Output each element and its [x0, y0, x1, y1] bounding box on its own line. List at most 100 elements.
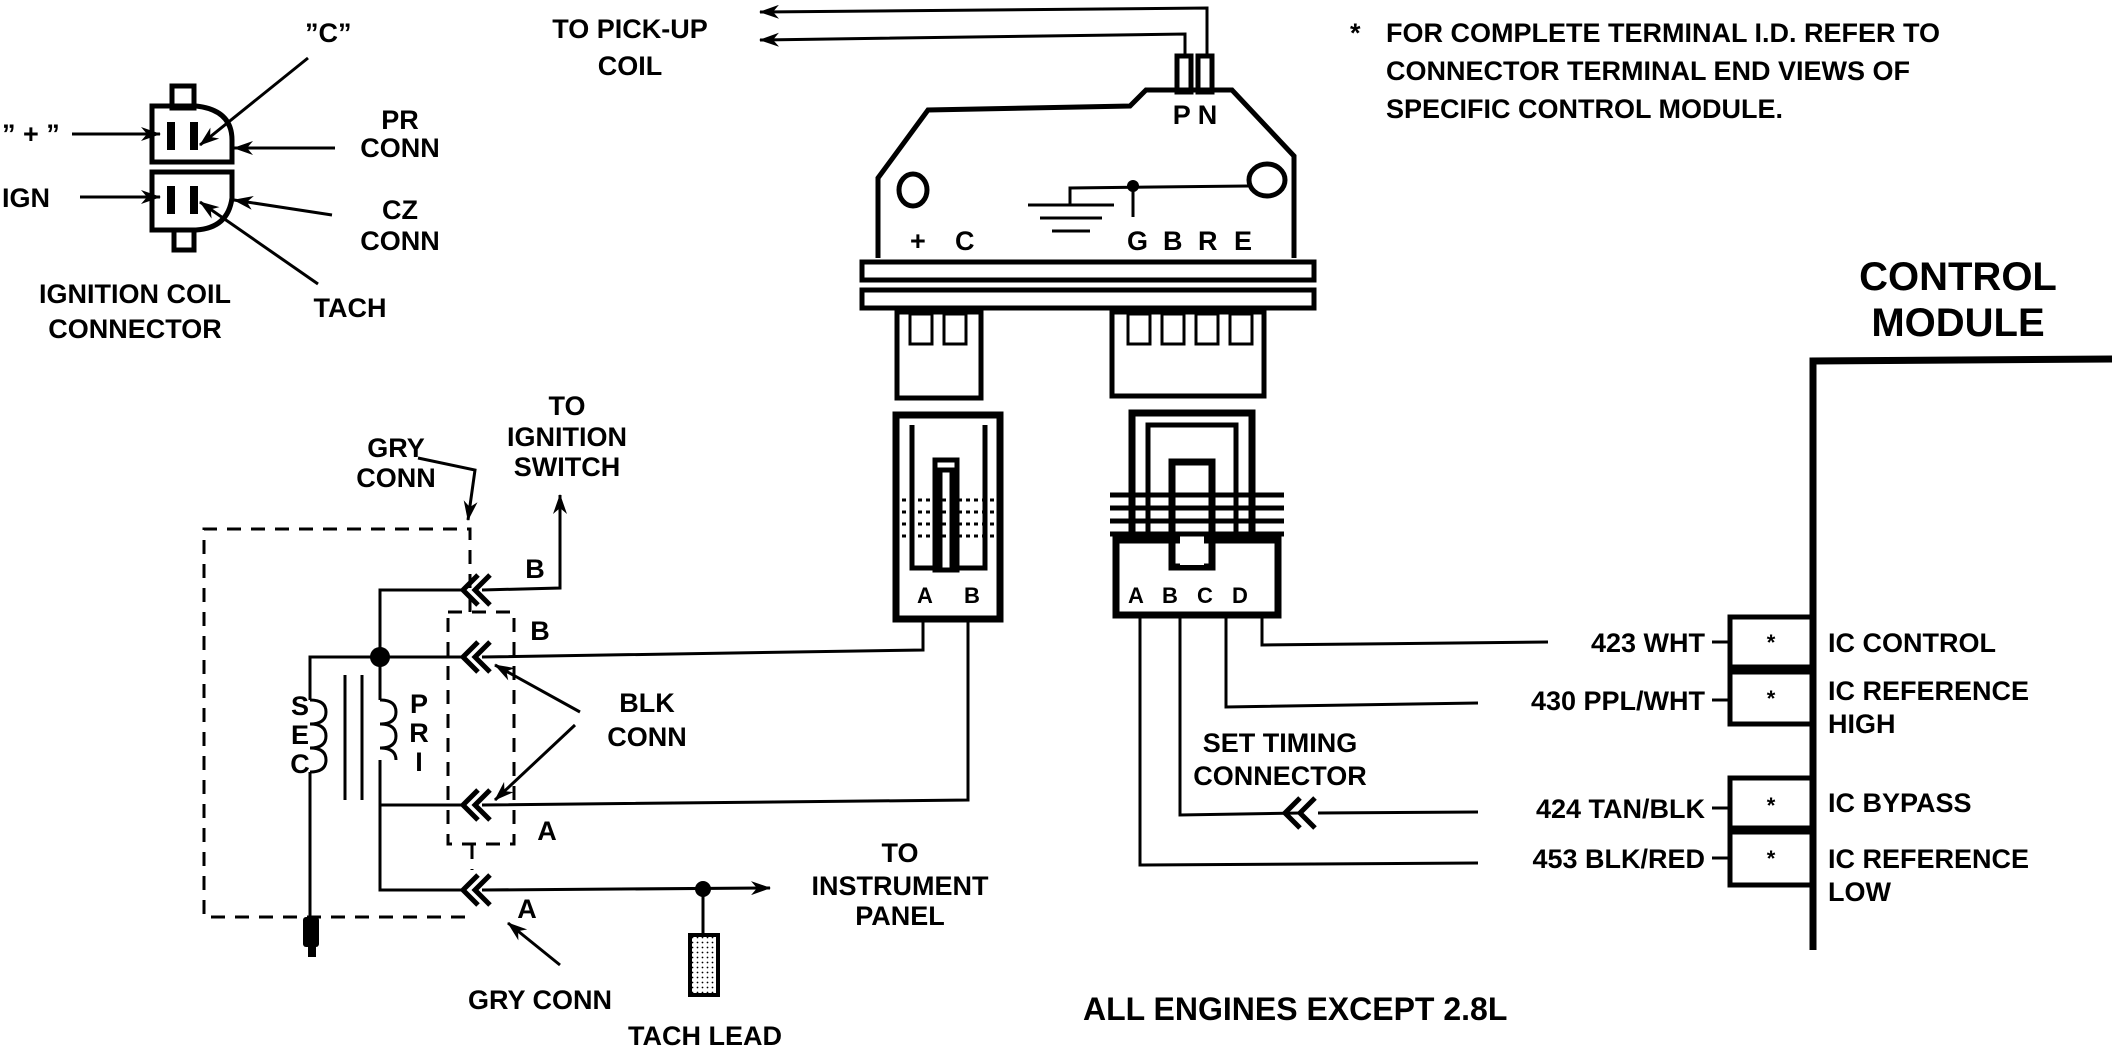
mounting-hole-right — [1246, 161, 1288, 199]
harness-2pin-terminal-a: A — [917, 583, 933, 608]
module-pn-terminals: P N — [1173, 100, 1218, 130]
function-ic-reference-high-2: HIGH — [1828, 709, 1896, 739]
module-terminal-r: R — [1198, 226, 1218, 256]
module-terminal-c: C — [955, 226, 975, 256]
pin-n — [1195, 53, 1215, 95]
wire-to-module-a — [481, 619, 925, 659]
pin-p — [1174, 53, 1194, 95]
harness-2pin-terminal-b: B — [964, 583, 980, 608]
module-pin — [1126, 312, 1152, 346]
control-module-outline — [1809, 355, 2112, 950]
function-ic-bypass: IC BYPASS — [1828, 788, 1972, 818]
label-plus-terminal: ” + ” — [2, 119, 60, 149]
wire-to-instrument-panel — [481, 881, 771, 896]
junction-dot — [695, 881, 711, 897]
to-ignition-switch-3: SWITCH — [514, 452, 620, 482]
harness-connector-4pin: A B C D — [1110, 409, 1284, 619]
connector-cavity-upper — [149, 103, 235, 165]
circuit-row: * 424 TAN/BLK IC BYPASS — [1536, 775, 1972, 831]
sec-label-s: S — [291, 691, 309, 721]
set-timing-label-1: SET TIMING — [1203, 728, 1358, 758]
ignition-coil-schematic: S E C P R I TO IGNITION SWITCH GRY CONN … — [202, 391, 989, 1050]
tach-arrow — [199, 200, 319, 286]
ground-icon — [1028, 180, 1249, 233]
terminal-label-a-mid: A — [537, 816, 557, 846]
pri-label-r: R — [409, 718, 429, 748]
connector-chevron-icon — [459, 640, 492, 674]
pickup-wire-n — [759, 4, 1209, 58]
set-timing-connector-chevron-icon — [1281, 796, 1317, 830]
pickup-coil-leads: TO PICK-UP COIL — [552, 4, 1209, 81]
ignition-coil-connector: ”C” ” + ” IGN PR CONN CZ CONN TACH IGNIT… — [2, 18, 440, 344]
gry-conn-bottom-arrow — [507, 921, 561, 967]
label-pr-conn-1: PR — [381, 105, 419, 135]
wire-423-wht — [1260, 615, 1549, 647]
set-timing-label-2: CONNECTOR — [1193, 761, 1367, 791]
harness-connector-2pin: A B — [892, 411, 1004, 623]
module-pin — [942, 312, 968, 346]
wire-label-423: 423 WHT — [1591, 628, 1706, 658]
module-terminal-g: G — [1127, 226, 1148, 256]
gry-conn-outline — [202, 527, 472, 919]
module-pin — [1160, 312, 1186, 346]
module-housing-2pin — [894, 309, 984, 401]
label-c-terminal: ”C” — [305, 18, 352, 48]
pickup-coil-label-2: COIL — [598, 51, 663, 81]
gry-conn-top-arrow — [417, 456, 478, 521]
tach-lead-label: TACH LEAD — [628, 1021, 782, 1050]
ignition-coil-connector-title-1: IGNITION COIL — [39, 279, 231, 309]
circuit-row: * 453 BLK/RED IC REFERENCE LOW — [1532, 829, 2029, 907]
connector-chevron-icon — [459, 873, 492, 907]
terminal-asterisk: * — [1767, 686, 1776, 711]
connector-cavity-lower — [149, 169, 235, 233]
pri-label-p: P — [410, 689, 428, 719]
tach-lead-terminal — [688, 933, 720, 997]
module-terminal-b: B — [1163, 226, 1183, 256]
blk-conn-outline — [446, 610, 516, 846]
connector-tab-bottom — [171, 227, 197, 253]
wire-label-424: 424 TAN/BLK — [1536, 794, 1706, 824]
terminal-label-a-bottom: A — [517, 894, 537, 924]
pickup-wire-p — [759, 32, 1187, 58]
connector-chevron-icon — [459, 788, 492, 822]
wire-secondary-top — [308, 655, 465, 700]
function-ic-reference-low-1: IC REFERENCE — [1828, 844, 2029, 874]
wire-primary-top — [378, 588, 465, 657]
cz-conn-arrow — [233, 195, 333, 217]
note-line-3: SPECIFIC CONTROL MODULE. — [1386, 94, 1783, 124]
to-instrument-panel-1: TO — [881, 838, 918, 868]
module-pin — [1194, 312, 1220, 346]
blk-conn-label-2: CONN — [607, 722, 687, 752]
module-terminal-plus: + — [910, 226, 926, 256]
junction-dot — [370, 647, 390, 667]
wire-to-module-b — [481, 619, 970, 807]
to-ignition-switch-1: TO — [548, 391, 585, 421]
control-module: CONTROL MODULE * 423 WHT IC CONTROL * 43… — [1531, 255, 2112, 950]
control-wiring: SET TIMING CONNECTOR — [1138, 615, 1549, 867]
harness-4pin-terminal-b: B — [1162, 583, 1178, 608]
module-flange-upper — [859, 259, 1317, 283]
control-module-title-2: MODULE — [1871, 301, 2044, 345]
wire-to-ignition-switch — [481, 494, 567, 592]
hei-module: P N + C G B R E — [859, 53, 1317, 401]
module-pin — [1228, 312, 1254, 346]
wire-label-430: 430 PPL/WHT — [1531, 686, 1706, 716]
circuit-row: * 423 WHT IC CONTROL — [1591, 614, 1996, 670]
gry-conn-top-label-2: CONN — [356, 463, 436, 493]
ignition-coil-connector-title-2: CONNECTOR — [48, 314, 222, 344]
module-housing-4pin — [1109, 309, 1267, 399]
terminal-label-b-mid: B — [530, 616, 550, 646]
module-flange-lower — [859, 287, 1317, 311]
blk-conn-arrow-lower — [493, 723, 577, 802]
harness-4pin-terminal-d: D — [1232, 583, 1248, 608]
primary-winding — [379, 698, 398, 761]
terminal-asterisk: * — [1767, 793, 1776, 818]
wire-430-ppl-wht — [1224, 615, 1479, 709]
pri-label-i: I — [415, 747, 423, 777]
c-arrow — [199, 56, 309, 147]
blk-conn-label-1: BLK — [619, 688, 675, 718]
wire-453-blk-red — [1138, 615, 1479, 867]
to-instrument-panel-3: PANEL — [855, 901, 945, 931]
terminal-note: * FOR COMPLETE TERMINAL I.D. REFER TO CO… — [1350, 18, 1940, 124]
